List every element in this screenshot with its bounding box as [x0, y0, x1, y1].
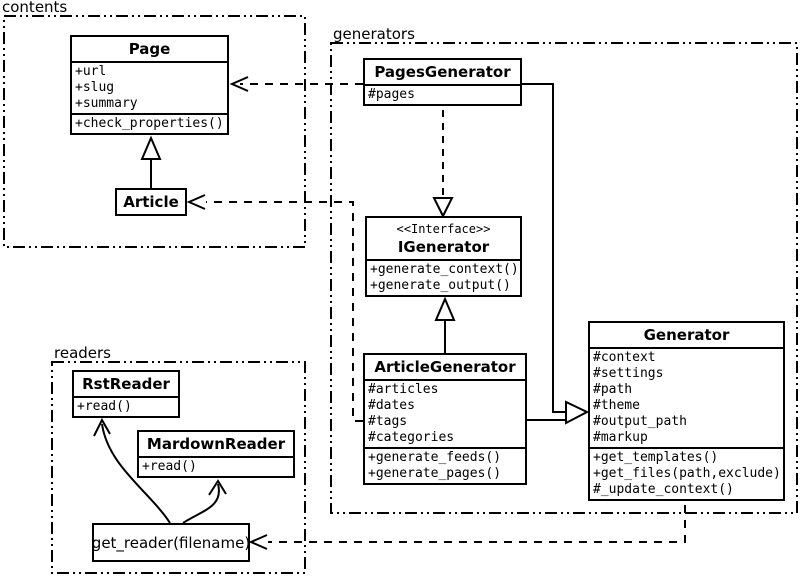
attribute: #context — [593, 350, 656, 365]
get-reader-label: get_reader(filename) — [91, 533, 251, 552]
class-mardownreader: MardownReader +read() — [137, 430, 295, 478]
class-igenerator-name: IGenerator — [397, 238, 490, 256]
class-articlegenerator-title: ArticleGenerator — [374, 358, 516, 376]
method: #_update_context() — [593, 482, 734, 497]
attribute: #theme — [593, 398, 640, 413]
attribute: +url — [75, 64, 107, 79]
class-generator-attributes: #context #settings #path #theme #output_… — [590, 347, 783, 447]
class-generator-methods: +get_templates() +get_files(path,exclude… — [590, 447, 783, 499]
class-pagesgenerator-title: PagesGenerator — [374, 63, 511, 81]
contents-package-border — [3, 15, 306, 248]
class-mardownreader-methods: +read() — [139, 456, 293, 476]
method: +generate_feeds() — [368, 450, 502, 465]
attribute: #markup — [593, 430, 648, 445]
attribute: +summary — [75, 96, 138, 111]
get-reader-box: get_reader(filename) — [92, 523, 250, 562]
package-label-contents: contents — [2, 0, 68, 16]
generator-inheritance-triangle — [565, 400, 590, 425]
attribute: #output_path — [593, 414, 687, 429]
class-articlegenerator-attributes: #articles #dates #tags #categories — [365, 379, 525, 447]
generator-to-getreader-arrowhead — [248, 534, 268, 550]
class-article-title: Article — [123, 193, 179, 211]
class-pagesgenerator-attributes: #pages — [365, 84, 520, 104]
method: +check_properties() — [75, 116, 224, 131]
articlegenerator-to-article-arrowhead — [186, 194, 206, 210]
class-rstreader: RstReader +read() — [72, 370, 180, 418]
pagesgenerator-to-generator-line — [522, 83, 566, 413]
article-to-page-inheritance-triangle — [140, 135, 162, 160]
class-page: Page +url +slug +summary +check_properti… — [70, 35, 229, 135]
attribute: #dates — [368, 398, 415, 413]
class-articlegenerator: ArticleGenerator #articles #dates #tags … — [363, 353, 527, 485]
generator-to-getreader-dashed-line — [268, 505, 686, 543]
attribute: +slug — [75, 80, 115, 95]
attribute: #path — [593, 382, 633, 397]
method: +get_templates() — [593, 450, 719, 465]
method: +generate_pages() — [368, 466, 502, 481]
getreader-to-mardownreader-curve — [182, 483, 220, 524]
attribute: #articles — [368, 382, 439, 397]
attribute: #categories — [368, 430, 455, 445]
pagesgenerator-to-igenerator-triangle — [432, 197, 454, 219]
getreader-to-rstreader-arrowhead — [93, 417, 111, 437]
class-pagesgenerator: PagesGenerator #pages — [363, 58, 522, 106]
method: +get_files(path,exclude) — [593, 466, 781, 481]
class-page-methods: +check_properties() — [72, 113, 227, 133]
method: +read() — [142, 459, 197, 474]
class-page-attributes: +url +slug +summary — [72, 61, 227, 113]
attribute: #tags — [368, 414, 408, 429]
class-igenerator-stereotype: <<Interface>> — [396, 222, 491, 236]
class-rstreader-title: RstReader — [82, 375, 170, 393]
pagesgenerator-to-page-arrowhead — [229, 76, 249, 92]
class-igenerator-methods: +generate_context() +generate_output() — [367, 259, 520, 295]
getreader-to-mardownreader-arrowhead — [208, 479, 227, 496]
class-generator: Generator #context #settings #path #them… — [588, 321, 785, 501]
getreader-to-rstreader-curve — [101, 423, 171, 524]
articlegenerator-to-igenerator-triangle — [434, 296, 456, 321]
attribute: #settings — [593, 366, 664, 381]
attribute: #pages — [368, 87, 415, 102]
class-articlegenerator-methods: +generate_feeds() +generate_pages() — [365, 447, 525, 483]
method: +generate_context() — [370, 262, 519, 277]
package-label-generators: generators — [333, 25, 415, 43]
class-mardownreader-title: MardownReader — [146, 435, 286, 453]
class-generator-title: Generator — [643, 326, 730, 344]
class-igenerator-title: <<Interface>> IGenerator — [367, 218, 520, 259]
class-igenerator: <<Interface>> IGenerator +generate_conte… — [365, 216, 522, 297]
generators-package-border — [330, 42, 798, 514]
method: +read() — [77, 399, 132, 414]
readers-package-border — [51, 361, 306, 574]
class-rstreader-methods: +read() — [74, 396, 178, 416]
class-article: Article — [115, 188, 187, 216]
class-page-title: Page — [128, 40, 171, 58]
articlegenerator-to-article-dashed-line — [206, 201, 363, 422]
method: +generate_output() — [370, 278, 511, 293]
package-label-readers: readers — [54, 344, 111, 362]
